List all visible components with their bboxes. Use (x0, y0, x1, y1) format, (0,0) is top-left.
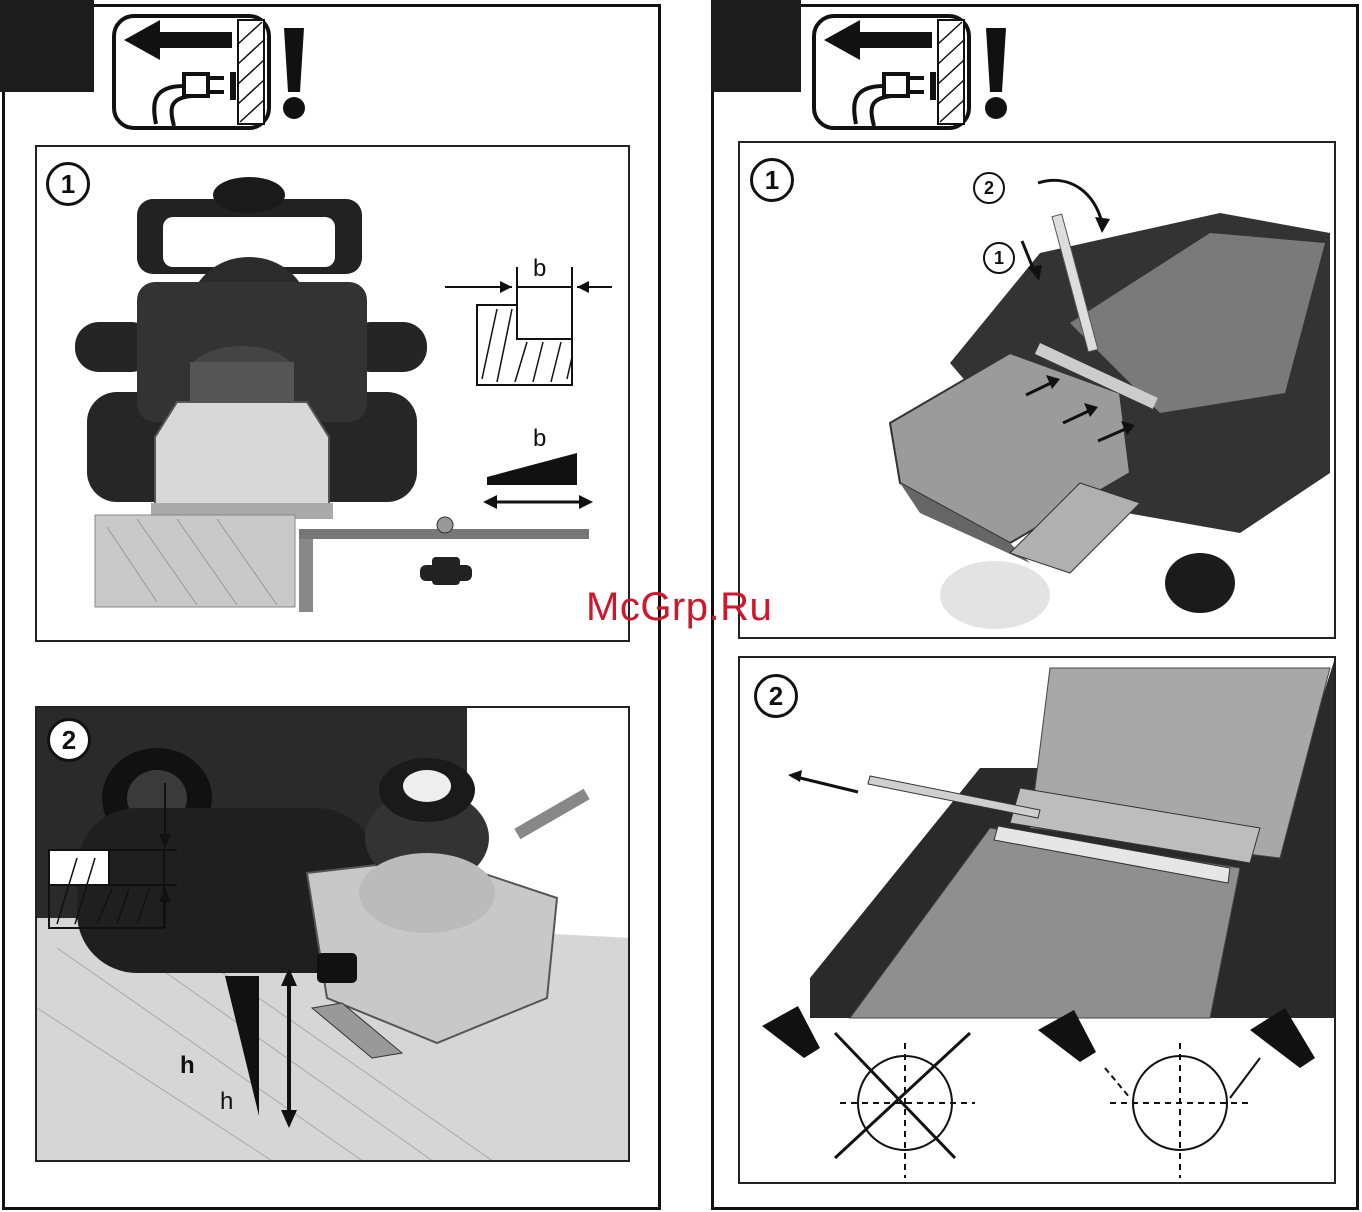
left-step2-panel (35, 706, 630, 1162)
right-substep-1-label: 1 (994, 248, 1004, 269)
planer-angled-illustration (37, 708, 630, 1162)
left-step1-number-label: 1 (61, 169, 75, 200)
right-step2-panel (738, 656, 1336, 1184)
blade-removal-illustration (740, 658, 1336, 1184)
right-substep-1-marker: 1 (983, 242, 1015, 274)
left-step1-panel (35, 145, 630, 642)
planer-front-illustration (37, 147, 630, 642)
left-step2-number: 2 (47, 718, 91, 762)
left-page-tab (0, 0, 94, 92)
right-step1-number: 1 (750, 158, 794, 202)
left-b-wedge-label: b (533, 425, 546, 453)
right-substep-2-label: 2 (984, 178, 994, 199)
left-step2-number-label: 2 (62, 725, 76, 756)
right-step1-panel (738, 141, 1336, 639)
left-h-wedge-label: h (220, 1088, 233, 1116)
right-step2-number-label: 2 (769, 681, 783, 712)
right-step1-number-label: 1 (765, 165, 779, 196)
right-step2-number: 2 (754, 674, 798, 718)
left-step1-number: 1 (46, 162, 90, 206)
left-b-dimension-label: b (533, 255, 546, 283)
left-h-dimension-label: h (180, 1052, 195, 1080)
right-substep-2-marker: 2 (973, 172, 1005, 204)
planer-blade-release-illustration (740, 143, 1336, 639)
right-page-tab (711, 0, 801, 92)
watermark-text: McGrp.Ru (586, 585, 772, 630)
